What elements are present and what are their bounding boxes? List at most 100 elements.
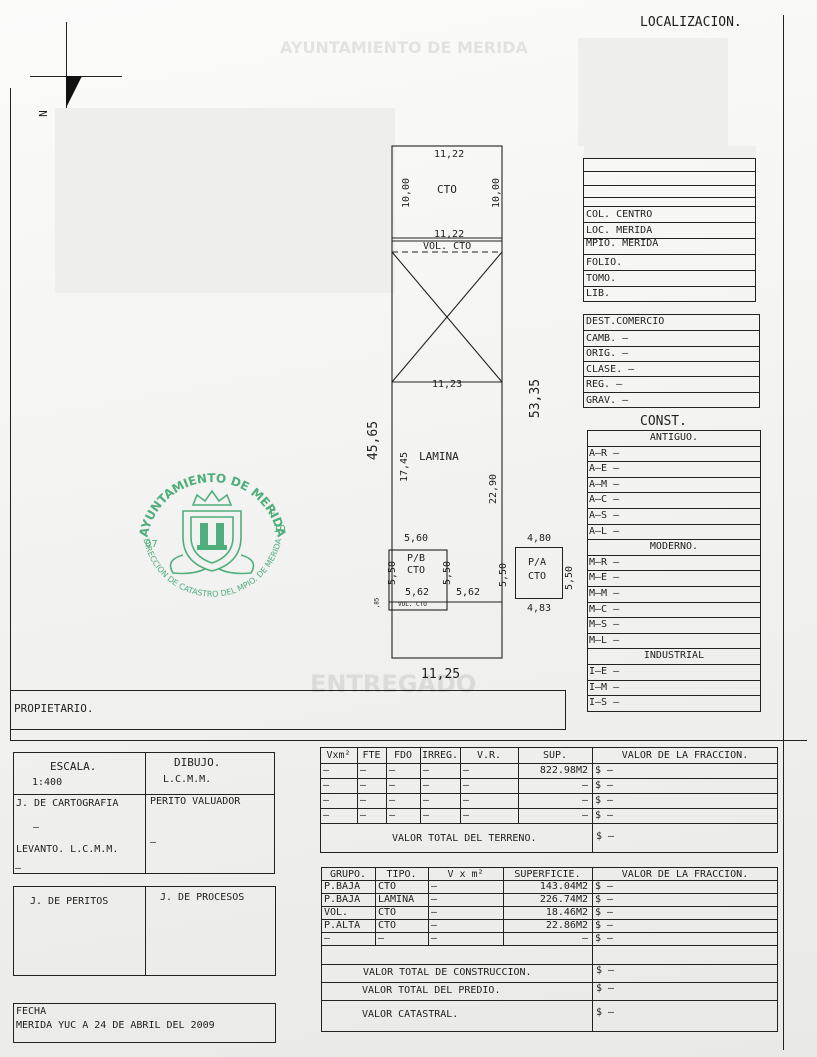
land-cell: – [389,810,396,821]
build-cell: – [431,881,438,892]
scale-value: 1:400 [32,777,63,788]
dim-085: ,85 [373,597,381,609]
const-row: A–S – [589,510,620,521]
land-cell: $ – [595,780,614,791]
land-total-label: VALOR TOTAL DEL TERRENO. [392,833,537,844]
ghost-text: ENTREGADO [310,670,477,698]
build-cell: P.BAJA [324,894,361,905]
land-cell: – [389,795,396,806]
land-header: FDO [393,750,413,761]
row-line [321,906,778,907]
build-total-label: VALOR CATASTRAL. [362,1009,459,1020]
row-line [587,539,761,541]
build-header: SUPERFICIE. [514,869,581,880]
row-line [587,554,761,556]
const-row: M–R – [589,556,620,568]
col-line [592,747,593,853]
dim-lot-width: 11,25 [421,667,461,682]
orig: ORIG. – [586,348,629,359]
dim-lamina-right: 22,90 [488,473,500,505]
row-line [587,648,761,650]
build-cell: $ – [595,920,614,931]
redacted-area [578,38,728,146]
const-row: M–L – [589,634,620,646]
dim-x-bottom: 11,23 [432,379,463,390]
build-header: VALOR DE LA FRACCION. [621,869,749,880]
build-header: GRUPO. [329,869,367,880]
row-line [587,586,761,587]
land-cell: – [323,780,330,791]
land-cell: – [423,765,430,776]
reg: REG. – [586,379,623,390]
dim-pa-top: 4,80 [527,533,552,544]
row-line [321,945,778,946]
dest-comercio: DEST.COMERCIO [586,316,665,327]
svg-text:10: 10 [273,524,286,535]
build-cell: $ – [595,907,614,918]
tomo: TOMO. [586,273,617,284]
grav: GRAV. – [586,395,629,406]
row-line [587,679,761,681]
appraiser-label: PERITO VALUADOR [150,796,241,807]
dim-lot-depth-left: 45,65 [366,420,382,461]
row-line [587,617,761,619]
const-row: I–E – [589,666,620,677]
build-header: V x m² [447,869,484,880]
camb: CAMB. – [586,333,629,344]
land-total-value: $ – [596,831,615,842]
scale-label: ESCALA. [50,760,97,773]
const-group-header: INDUSTRIAL [643,650,705,662]
row-line [583,238,756,239]
build-cell: 18.46M2 [545,907,588,918]
land-header: IRREG. [421,750,459,761]
location-table [583,158,756,302]
row-line [587,695,761,697]
cartography-dash: – [33,822,40,833]
const-row: M–M – [589,588,620,599]
const-row: A–R – [589,447,620,459]
owner-label: PROPIETARIO. [14,702,94,715]
row-line [587,632,761,634]
row-line [587,523,761,525]
row-line [583,254,756,255]
build-cell: – [431,920,438,931]
row-line [587,461,761,463]
row-line [587,601,761,603]
north-arrow-line [66,22,67,110]
land-cell: $ – [595,795,614,806]
dim-pb-left: 5,50 [387,560,399,586]
loc-merida: LOC. MERIDA [586,225,653,236]
build-cell: – [431,907,438,918]
row-line [587,476,761,478]
build-cell: – [431,894,438,905]
const-group-header: ANTIGUO. [649,432,699,443]
frame-line [783,15,784,1050]
row-line [583,270,756,271]
build-cell: 226.74M2 [539,894,588,905]
row-line [587,492,761,494]
col-line [420,747,421,823]
room-label-pa: P/A [528,557,547,568]
col-line [386,747,387,823]
cartography-label: J. DE CARTOGRAFIA [16,798,119,809]
folio: FOLIO. [586,257,623,268]
build-cell: 143.04M2 [539,881,588,892]
departments-block [13,886,276,976]
north-letter: N [36,110,50,117]
row-line [320,823,778,824]
row-line [583,185,756,186]
const-row: M–S – [589,619,620,631]
frame-line [10,88,11,740]
col-centro: COL. CENTRO [586,209,653,220]
land-header: Vxm² [326,750,351,761]
municipal-seal-stamp: AYUNTAMIENTO DE MERIDA DIRECCION DE CATA… [136,471,288,599]
build-total-value: $ – [596,965,615,976]
dim-cto-left: 10,00 [401,177,413,209]
land-cell: – [581,810,588,821]
row-line [320,808,778,809]
dim-pb-bottom: 5,62 [405,587,430,598]
build-cell: P.BAJA [324,881,361,892]
col-line [592,867,593,1032]
land-cell: – [323,810,330,821]
